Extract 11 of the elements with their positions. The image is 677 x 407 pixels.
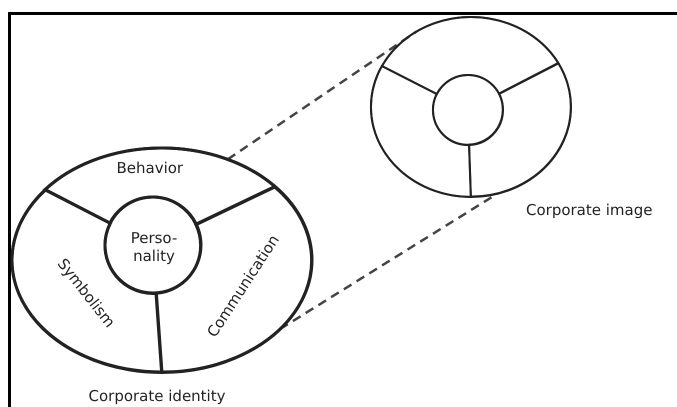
ring-sector [369,64,473,199]
caption-label: Corporate image [526,201,652,219]
segment-label: Perso- nality [130,229,178,265]
inner-circle [431,73,505,147]
ring-sector [467,61,573,199]
ring-sector [380,15,560,96]
segment-label: Behavior [116,158,184,177]
ring-sector [43,146,278,226]
caption-label: Corporate identity [88,387,226,405]
dashed-line [227,30,418,160]
ring-circle [10,146,316,407]
